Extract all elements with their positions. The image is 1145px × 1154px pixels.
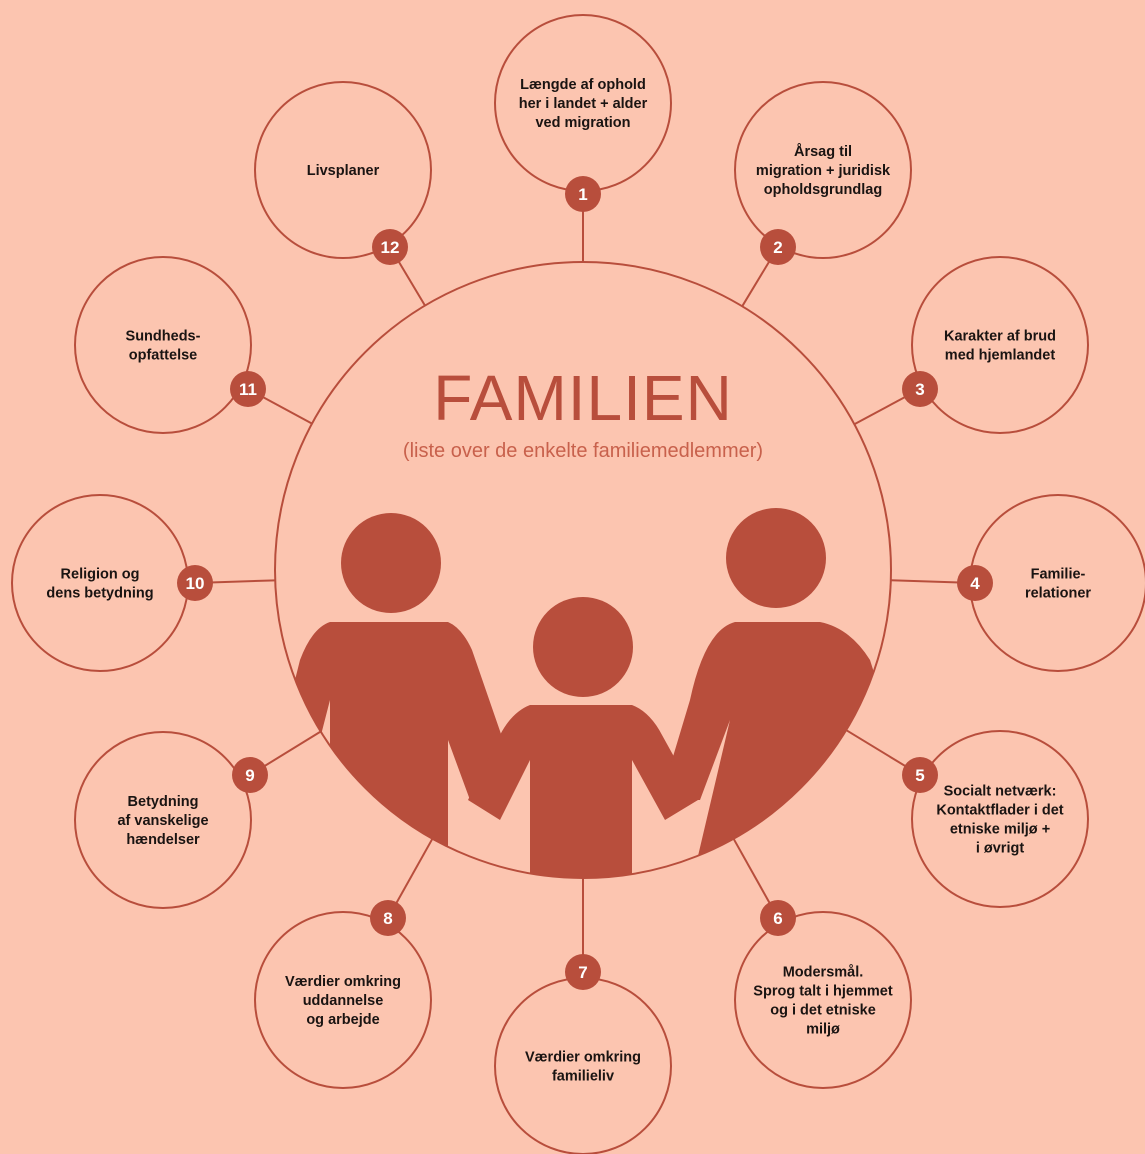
topic-12-label-line: Livsplaner	[307, 163, 380, 179]
topic-circle-9	[74, 731, 252, 909]
topic-circle-2	[734, 81, 912, 259]
topic-9-label-line: Betydning	[128, 794, 199, 810]
topic-10-label-line: dens betydning	[46, 586, 153, 602]
number-badge-3	[902, 371, 938, 407]
topic-5-label-line: Kontaktflader i det	[936, 803, 1063, 819]
adult-right-body	[660, 622, 891, 878]
topic-circle-5	[911, 730, 1089, 908]
topic-6-label-line: miljø	[806, 1022, 840, 1038]
number-badge-2-label: 2	[773, 238, 782, 257]
number-badge-11	[230, 371, 266, 407]
topic-2-label-line: Årsag til	[794, 143, 852, 160]
topic-3-label-line: med hjemlandet	[945, 348, 1056, 364]
number-badge-5	[902, 757, 938, 793]
topic-11-label-line: opfattelse	[129, 348, 198, 364]
number-badge-8-label: 8	[383, 909, 392, 928]
topic-circle-3	[911, 256, 1089, 434]
number-badge-7	[565, 954, 601, 990]
topic-2-label-line: opholdsgrundlag	[764, 182, 882, 198]
nodes: Længde af ophold her i landet + alder ved …	[11, 14, 1145, 1154]
number-badge-8	[370, 900, 406, 936]
number-badge-10	[177, 565, 213, 601]
number-badge-1-label: 1	[578, 185, 587, 204]
topic-circle-4	[969, 494, 1145, 672]
topic-7-label-line: Værdier omkring	[525, 1050, 641, 1066]
topic-9-label-line: hændelser	[126, 832, 200, 848]
topic-circle-8	[254, 911, 432, 1089]
topic-3-label-line: Karakter af brud	[944, 329, 1056, 345]
number-badge-4	[957, 565, 993, 601]
number-badge-9-label: 9	[245, 766, 254, 785]
adult-right-head	[726, 508, 826, 608]
center-subtitle: (liste over de enkelte familiemedlemmer)	[403, 440, 763, 462]
center-title: FAMILIEN	[433, 362, 733, 434]
topic-6-label-line: Modersmål.	[783, 965, 864, 981]
number-badge-5-label: 5	[915, 766, 924, 785]
topic-5-label-line: etniske miljø +	[950, 822, 1050, 838]
topic-6-label-line: Sprog talt i hjemmet	[753, 984, 893, 1000]
number-badge-6	[760, 900, 796, 936]
number-badge-4-label: 4	[970, 574, 980, 593]
number-badge-6-label: 6	[773, 909, 782, 928]
topic-8-label-line: uddannelse	[303, 993, 384, 1009]
number-badge-12	[372, 229, 408, 265]
topic-10-label-line: Religion og	[61, 567, 140, 583]
child-head	[533, 597, 633, 697]
number-badge-11-label: 11	[239, 380, 257, 399]
number-badge-7-label: 7	[578, 963, 587, 982]
number-badge-3-label: 3	[915, 380, 924, 399]
family-figures	[275, 508, 891, 878]
number-badge-1	[565, 176, 601, 212]
topic-9-label-line: af vanskelige	[117, 813, 208, 829]
topic-7-label-line: familieliv	[552, 1069, 614, 1085]
topic-1-label-line: ved migration	[535, 115, 630, 131]
number-badge-10-label: 10	[186, 574, 205, 593]
topic-8-label-line: Værdier omkring	[285, 974, 401, 990]
topic-circle-11	[74, 256, 252, 434]
topic-1-label-line: Længde af ophold	[520, 77, 646, 93]
topic-circle-10	[11, 494, 189, 672]
topic-circle-6	[734, 911, 912, 1089]
number-badge-12-label: 12	[381, 238, 400, 257]
topic-2-label-line: migration + juridisk	[756, 163, 891, 179]
topic-4-label-line: relationer	[1025, 586, 1091, 602]
topic-6-label-line: og i det etniske	[770, 1003, 876, 1019]
topic-8-label-line: og arbejde	[306, 1012, 379, 1028]
topic-5-label-line: i øvrigt	[976, 841, 1025, 857]
adult-left-head	[341, 513, 441, 613]
topic-circle-12	[254, 81, 432, 259]
topic-circle-7	[494, 977, 672, 1154]
topic-5-label-line: Socialt netværk:	[944, 784, 1057, 800]
topic-1-label-line: her i landet + alder	[519, 96, 648, 112]
number-badge-9	[232, 757, 268, 793]
child-body	[468, 705, 698, 878]
topic-11-label-line: Sundheds-	[126, 329, 201, 345]
adult-left-body	[275, 622, 510, 870]
topic-4-label-line: Familie-	[1031, 567, 1086, 583]
number-badge-2	[760, 229, 796, 265]
